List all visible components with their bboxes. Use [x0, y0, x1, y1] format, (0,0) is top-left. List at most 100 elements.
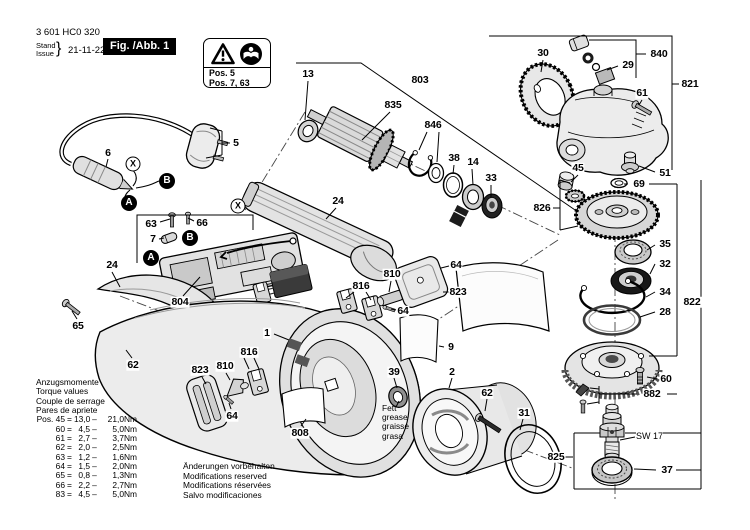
type-number: 3 601 HC0 320 — [36, 27, 100, 38]
part-callout-60: 60 — [659, 372, 673, 385]
warning-pos-line: Pos. 5 — [209, 68, 235, 78]
part-callout-69: 69 — [632, 177, 646, 190]
part-callout-816: 816 — [239, 345, 259, 358]
part-callout-64: 64 — [396, 304, 410, 317]
grease-note-line: Fett — [382, 403, 397, 413]
spindle-column-drawing — [557, 151, 663, 486]
bearing-13-drawing — [297, 119, 319, 143]
torque-cell: 1,6Nm — [112, 451, 137, 462]
part-callout-63: 63 — [144, 217, 158, 230]
torque-cell: Pos. 45 — [36, 414, 65, 425]
bearing-flange-drawing — [561, 341, 663, 400]
torque-row: 65=0,8–1,3Nm — [33, 470, 137, 481]
torque-cell: 4,5 — [78, 423, 90, 434]
part-callout-810: 810 — [215, 359, 235, 372]
torque-cell: 61 — [55, 433, 65, 444]
torque-cell: 2,7Nm — [112, 479, 137, 490]
part-callout-1: 1 — [263, 326, 271, 339]
screw-60-drawing — [635, 366, 645, 385]
torque-cell: 2,5Nm — [112, 442, 137, 453]
gear-head-drawing — [518, 34, 669, 176]
connector-badge-A: A — [143, 250, 159, 266]
torque-cell: = — [67, 451, 72, 462]
part-callout-840: 840 — [649, 47, 669, 60]
part-callout-14: 14 — [466, 155, 480, 168]
button-810-drawing — [376, 289, 403, 307]
torque-cell: 60 — [55, 423, 65, 434]
torque-cell: – — [92, 442, 97, 453]
part-callout-821: 821 — [680, 77, 700, 90]
part-callout-846: 846 — [423, 118, 443, 131]
connector-badge-A: A — [121, 195, 137, 211]
figure-label: Fig. /Abb. 1 — [103, 38, 177, 55]
torque-row: 60=4,5–5,0Nm — [33, 423, 137, 434]
switch-rod-drawing — [219, 240, 292, 260]
torque-cell: 1,5 — [78, 461, 90, 472]
modification-note-line: Modifications réservées — [183, 480, 271, 491]
latch-816-drawing — [361, 295, 383, 321]
torque-row: 64=1,5–2,0Nm — [33, 461, 137, 472]
part-callout-39: 39 — [387, 365, 401, 378]
latch-816-drawing — [336, 288, 358, 314]
pinion-45-drawing — [564, 189, 586, 203]
torque-cell: 2,7 — [78, 433, 90, 444]
bearing-35-drawing — [614, 239, 652, 265]
sticker-808-drawing — [281, 387, 326, 428]
part-callout-5: 5 — [232, 136, 240, 149]
torque-cell: = — [67, 489, 72, 500]
part-callout-823: 823 — [448, 285, 468, 298]
issue-brace: } — [56, 40, 62, 57]
torque-cell: 62 — [55, 442, 65, 453]
torque-cell: = — [67, 442, 72, 453]
part-callout-66: 66 — [195, 216, 209, 229]
cover-823-drawing — [393, 256, 449, 308]
part-callout-9: 9 — [447, 340, 455, 353]
part-callout-35: 35 — [658, 237, 672, 250]
torque-title-line: Couple de serrage — [36, 395, 105, 406]
retaining-ring-34-drawing — [579, 279, 646, 315]
bearing-33-drawing — [481, 193, 503, 219]
torque-cell: 2,0Nm — [112, 461, 137, 472]
part-callout-37: 37 — [660, 463, 674, 476]
part-callout-51: 51 — [658, 166, 672, 179]
stand-label: Stand — [36, 41, 56, 50]
part-callout-38: 38 — [447, 151, 461, 164]
latch-816-drawing — [247, 368, 269, 396]
part-callout-24: 24 — [331, 194, 345, 207]
part-callout-31: 31 — [517, 406, 531, 419]
issue-date: 21-11-22 — [68, 45, 106, 56]
torque-cell: 1,2 — [78, 451, 90, 462]
electronics-module-drawing — [266, 263, 313, 299]
torque-cell: 4,5 — [78, 489, 90, 500]
part-callout-64: 64 — [449, 258, 463, 271]
torque-title-line: Anzugsmomente — [36, 377, 99, 387]
torque-row: 61=2,7–3,7Nm — [33, 433, 137, 444]
warning-triangle-icon — [211, 43, 235, 65]
torque-row: 83=4,5–5,0Nm — [33, 489, 137, 500]
torque-cell: 3,7Nm — [112, 433, 137, 444]
modification-note-line: Salvo modificaciones — [183, 489, 262, 500]
part-callout-835: 835 — [383, 98, 403, 111]
bearing-bracket-drawing — [388, 382, 562, 494]
connector-badge-B: B — [182, 230, 198, 246]
part-callout-6: 6 — [104, 146, 112, 159]
part-callout-826: 826 — [532, 201, 552, 214]
part-callout-30: 30 — [536, 46, 550, 59]
torque-row: 63=1,2–1,6Nm — [33, 451, 137, 462]
part-callout-28: 28 — [658, 305, 672, 318]
part-7-drawing — [160, 232, 178, 244]
read-manual-icon — [240, 43, 262, 65]
torque-cell: 0,8 — [78, 470, 90, 481]
torque-row: 66=2,2–2,7Nm — [33, 479, 137, 490]
button-810-drawing — [226, 378, 249, 398]
torque-cell: = — [67, 461, 72, 472]
torque-cell: 2,0 — [78, 442, 90, 453]
part-callout-32: 32 — [658, 257, 672, 270]
grease-note-line: grease — [382, 412, 408, 423]
torque-row: 62= 2,0– 2,5Nm — [33, 442, 137, 453]
part-callout-62: 62 — [480, 386, 494, 399]
grease-note-line: grasa — [382, 430, 403, 441]
